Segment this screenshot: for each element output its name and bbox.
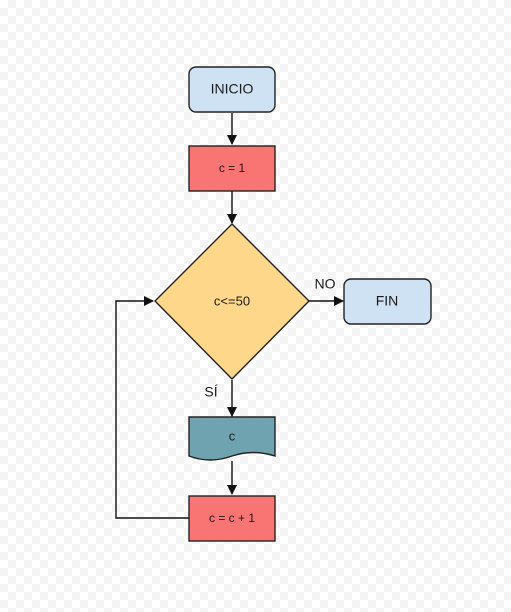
output-document-shape [188,416,276,461]
output-document-node[interactable]: c [188,416,276,461]
start-node-shape [188,66,276,113]
increment-process-shape [188,495,276,542]
output-document-label: c [229,428,236,443]
start-node-label: INICIO [211,81,254,97]
init-process-node[interactable]: c = 1 [188,145,276,192]
increment-process-label: c = c + 1 [209,511,255,525]
edge-label-no: NO [315,276,336,292]
decision-shape [154,223,310,380]
init-process-shape [188,145,276,192]
end-node-label: FIN [376,293,399,309]
end-node[interactable]: FIN [343,278,432,325]
edges [115,113,344,519]
edge-label-yes: SÍ [204,384,217,400]
init-process-label: c = 1 [219,161,246,175]
decision-node[interactable]: c<=50 [154,223,310,380]
increment-process-node[interactable]: c = c + 1 [188,495,276,542]
start-node[interactable]: INICIO [188,66,276,113]
end-node-shape [343,278,432,325]
decision-label: c<=50 [214,293,250,308]
edge-increment-loop-back [115,296,189,519]
